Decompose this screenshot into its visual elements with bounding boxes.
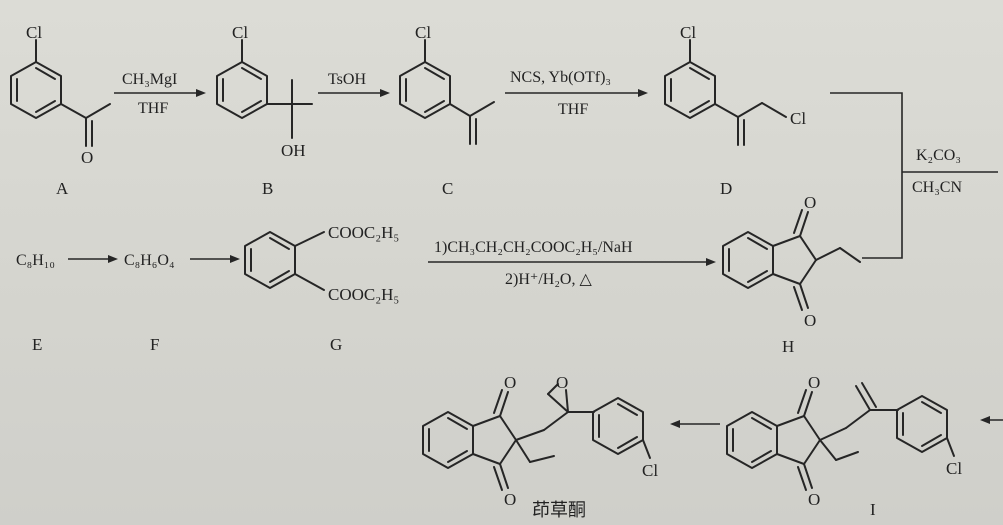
condition-tsoh: TsOH — [328, 71, 366, 88]
condition-ch3mgi: CH₃MgI — [122, 71, 177, 88]
atom-cl: Cl — [642, 461, 658, 480]
atom-o: O — [808, 490, 820, 509]
condition-acid-heat: 2)H⁺/H₂O, △ — [505, 271, 592, 288]
label-c: C — [442, 179, 453, 198]
arrow-b-c: TsOH — [318, 71, 390, 97]
compound-i: O O Cl — [726, 373, 962, 509]
condition-thf-1: THF — [138, 100, 168, 117]
bracket-d-h: K₂CO₃ CH₃CN — [830, 92, 998, 259]
label-h: H — [782, 337, 794, 356]
arrow-a-b: CH₃MgI THF — [114, 71, 206, 117]
label-d: D — [720, 179, 732, 198]
compound-g: COOC₂H₅ COOC₂H₅ — [244, 223, 399, 304]
condition-thf-2: THF — [558, 101, 588, 118]
label-a: A — [56, 179, 69, 198]
condition-ncs-ybotf3: NCS, Yb(OTf)₃ — [510, 69, 611, 86]
atom-o: O — [504, 490, 516, 509]
arrow-to-i — [980, 416, 1003, 424]
atom-o: O — [81, 148, 93, 167]
atom-cl: Cl — [946, 459, 962, 478]
arrow-i-product — [670, 420, 720, 428]
formula-e: C₈H₁₀ — [16, 252, 55, 269]
compound-b: Cl OH — [216, 23, 313, 160]
atom-o: O — [804, 311, 816, 330]
compound-d: Cl Cl — [664, 23, 806, 146]
label-g: G — [330, 335, 342, 354]
atom-cl: Cl — [790, 109, 806, 128]
atom-o-epoxide: O — [556, 373, 568, 392]
compound-product: O O O Cl — [422, 373, 658, 509]
atom-cl: Cl — [26, 23, 42, 42]
ester-group-bottom: COOC₂H₅ — [328, 285, 399, 304]
label-i: I — [870, 500, 876, 519]
atom-o: O — [804, 193, 816, 212]
compound-c: Cl — [399, 23, 495, 145]
atom-o: O — [504, 373, 516, 392]
arrow-f-g — [190, 255, 240, 263]
arrow-c-d: NCS, Yb(OTf)₃ THF — [505, 69, 648, 118]
arrow-e-f — [68, 255, 118, 263]
ester-group-top: COOC₂H₅ — [328, 223, 399, 242]
atom-cl: Cl — [415, 23, 431, 42]
label-product: 茚草酮 — [532, 500, 586, 521]
atom-cl: Cl — [232, 23, 248, 42]
condition-ch3cn: CH₃CN — [912, 179, 962, 196]
atom-o: O — [808, 373, 820, 392]
condition-k2co3: K₂CO₃ — [916, 147, 961, 164]
label-b: B — [262, 179, 273, 198]
atom-oh: OH — [281, 141, 306, 160]
compound-h: O O — [722, 193, 861, 330]
label-f: F — [150, 335, 159, 354]
formula-f: C₈H₆O₄ — [124, 252, 175, 269]
condition-butyrate-nah: 1)CH₃CH₂CH₂COOC₂H₅/NaH — [434, 239, 633, 256]
arrow-g-h: 1)CH₃CH₂CH₂COOC₂H₅/NaH 2)H⁺/H₂O, △ — [428, 239, 716, 288]
atom-cl: Cl — [680, 23, 696, 42]
label-e: E — [32, 335, 42, 354]
compound-a: Cl O — [10, 23, 111, 167]
